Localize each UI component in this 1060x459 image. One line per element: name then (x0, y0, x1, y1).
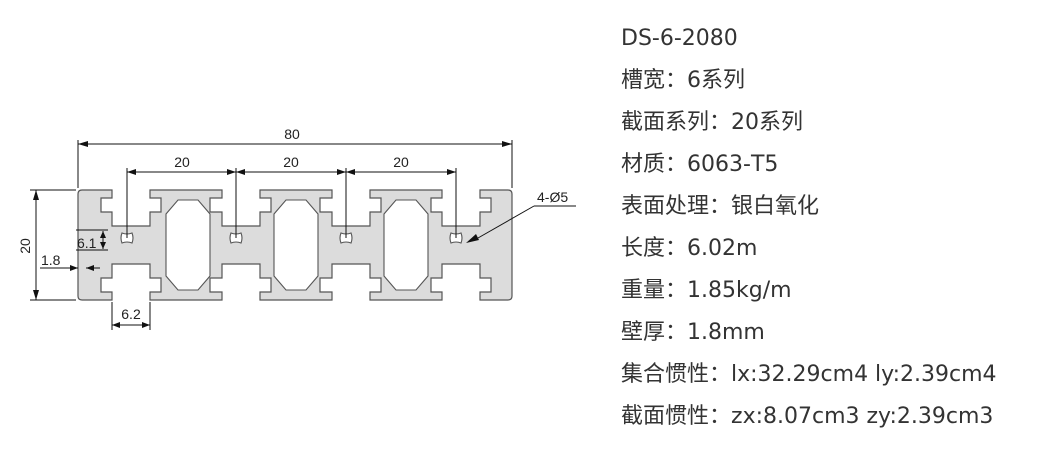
spec-row-section-modulus: 截面惯性：zx:8.07cm3 zy:2.39cm3 (621, 400, 997, 442)
wall-thickness-label: 1.8 (41, 252, 61, 268)
spec-row-weight: 重量：1.85kg/m (621, 274, 997, 316)
spec-label: 重量： (621, 278, 688, 303)
spec-value: zx:8.07cm3 zy:2.39cm3 (731, 404, 994, 429)
spec-row-wall-thickness: 壁厚：1.8mm (621, 316, 997, 358)
spec-row-moment-of-inertia: 集合惯性：lx:32.29cm4 ly:2.39cm4 (621, 358, 997, 400)
spec-label: 材质： (621, 152, 688, 177)
spec-value: 6.02m (687, 236, 758, 261)
spec-label: 壁厚： (621, 320, 688, 345)
spec-row-material: 材质：6063-T5 (621, 148, 997, 190)
spec-value: lx:32.29cm4 ly:2.39cm4 (731, 362, 997, 387)
spec-row-slot-width: 槽宽：6系列 (621, 64, 997, 106)
pitch-label-3: 20 (393, 154, 409, 170)
spec-value: 6系列 (687, 68, 746, 93)
pitch-label-1: 20 (174, 154, 190, 170)
slot-opening-label: 6.1 (77, 235, 97, 251)
cavity-2 (273, 199, 319, 291)
spec-value: 20系列 (731, 110, 804, 135)
spec-label: 截面系列： (621, 110, 732, 135)
spec-row-surface-treatment: 表面处理：银白氧化 (621, 190, 997, 232)
spec-row-section-series: 截面系列：20系列 (621, 106, 997, 148)
spec-value: 银白氧化 (731, 194, 820, 219)
spec-list: DS-6-2080 槽宽：6系列 截面系列：20系列 材质：6063-T5 表面… (621, 22, 997, 442)
slot-width-label: 6.2 (121, 306, 141, 322)
cavity-1 (165, 199, 211, 291)
spec-label: 截面惯性： (621, 404, 732, 429)
spec-row-length: 长度：6.02m (621, 232, 997, 274)
cavity-3 (383, 199, 429, 291)
spec-value: 6063-T5 (687, 152, 779, 177)
profile-drawing: 80 20 20 20 20 6.1 1.8 6.2 4-Ø5 (17, 126, 576, 330)
hole-callout-label: 4-Ø5 (537, 189, 568, 205)
hole-leader-line (477, 205, 535, 239)
spec-label: 槽宽： (621, 68, 688, 93)
overall-width-label: 80 (284, 126, 300, 142)
spec-value: 1.8mm (687, 320, 765, 345)
spec-label: 集合惯性： (621, 362, 732, 387)
spec-label: 表面处理： (621, 194, 732, 219)
height-label: 20 (17, 238, 33, 254)
spec-label: 长度： (621, 236, 688, 261)
pitch-label-2: 20 (283, 154, 299, 170)
spec-value: 1.85kg/m (687, 278, 792, 303)
model-number: DS-6-2080 (621, 26, 738, 51)
